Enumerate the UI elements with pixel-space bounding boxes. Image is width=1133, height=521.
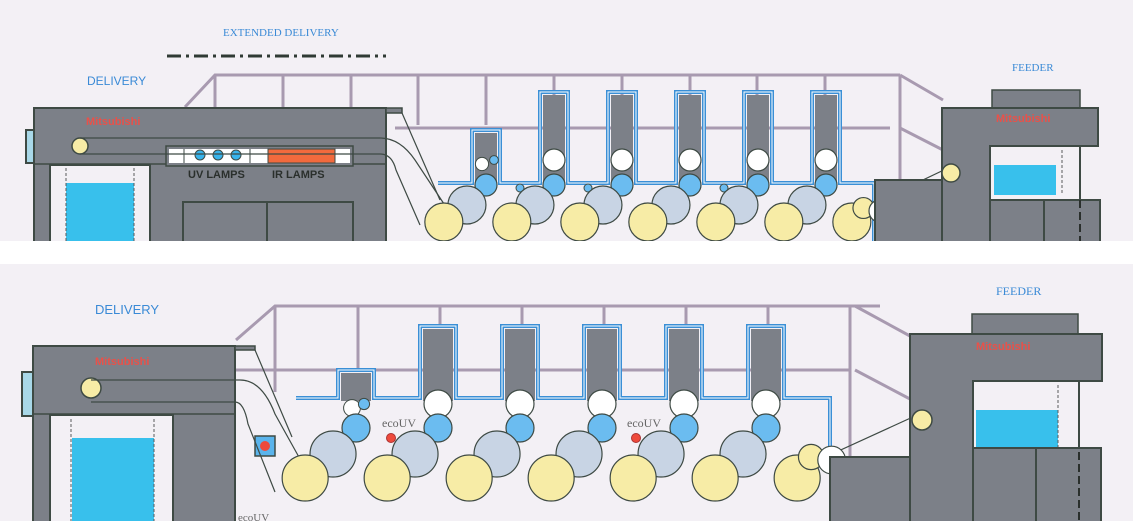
- plate-cylinder: [814, 173, 838, 197]
- delivery-label: DELIVERY: [87, 74, 146, 88]
- coater-roller: [515, 183, 525, 193]
- unit-tower: [679, 95, 701, 186]
- top-printing-units: [424, 90, 893, 241]
- ink-roller-small: [489, 155, 499, 165]
- plate-cylinder: [341, 413, 371, 443]
- ecouv-lamp-1: [386, 433, 396, 443]
- bottom-printing-units: [281, 324, 846, 502]
- plate-cylinder: [751, 413, 781, 443]
- plate-cylinder: [423, 413, 453, 443]
- unit-tower: [815, 95, 837, 186]
- top-press-diagram: EXTENDED DELIVERY DELIVERY FEEDER Mitsub…: [0, 0, 1133, 241]
- printing-unit: [764, 95, 838, 241]
- impression-cylinder: [363, 454, 411, 502]
- ink-roller: [610, 148, 634, 172]
- plate-cylinder: [542, 173, 566, 197]
- printing-unit: [628, 95, 729, 241]
- plate-cylinder: [669, 413, 699, 443]
- printing-unit: [445, 329, 535, 502]
- printing-unit: [527, 329, 617, 502]
- unit-tower: [751, 329, 781, 401]
- unit-tower: [587, 329, 617, 401]
- bottom-press-svg: DELIVERY FEEDER Mitsubishi ecoUV ecoUV e…: [21, 284, 1103, 521]
- uv-lamps-label: UV LAMPS: [188, 169, 245, 181]
- ecouv-label-delivery: ecoUV: [238, 512, 269, 521]
- ir-lamps-label: IR LAMPS: [272, 169, 325, 181]
- impression-cylinder: [696, 202, 736, 241]
- impression-cylinder: [281, 454, 329, 502]
- unit-tower: [505, 329, 535, 401]
- ink-roller: [746, 148, 770, 172]
- delivery-unit-bottom: Mitsubishi ecoUV: [21, 345, 276, 521]
- ink-roller: [474, 156, 490, 172]
- plate-cylinder: [587, 413, 617, 443]
- ecouv-label-1: ecoUV: [382, 416, 416, 430]
- top-press-svg: EXTENDED DELIVERY DELIVERY FEEDER Mitsub…: [25, 27, 1101, 241]
- uv-lamps: [194, 149, 242, 161]
- delivery-brand: Mitsubishi: [86, 116, 140, 128]
- plate-cylinder: [474, 173, 498, 197]
- ecouv-lamp-2: [631, 433, 641, 443]
- printing-unit: [492, 95, 593, 241]
- impression-cylinder: [764, 202, 804, 241]
- unit-tower: [423, 329, 453, 401]
- plate-cylinder: [610, 173, 634, 197]
- impression-cylinder: [527, 454, 575, 502]
- impression-cylinder: [628, 202, 668, 241]
- feeder-label: FEEDER: [1012, 62, 1054, 74]
- ink-roller: [542, 148, 566, 172]
- feeder-roller-bottom: [911, 409, 933, 431]
- ir-lamps: [267, 148, 336, 164]
- printing-unit: [609, 329, 699, 502]
- impression-cylinder: [691, 454, 739, 502]
- delivery-roller-bottom: [80, 377, 102, 399]
- plate-cylinder: [678, 173, 702, 197]
- unit-outline-inner: [438, 91, 875, 241]
- feeder-label-bottom: FEEDER: [996, 284, 1041, 298]
- coater-roller: [719, 183, 729, 193]
- impression-cylinder: [492, 202, 532, 241]
- impression-cylinder: [424, 202, 464, 241]
- delivery-brand-bottom: Mitsubishi: [95, 356, 149, 368]
- printing-unit: [691, 329, 781, 502]
- coater-roller: [583, 183, 593, 193]
- plate-cylinder: [746, 173, 770, 197]
- ink-roller: [678, 148, 702, 172]
- ecouv-label-2: ecoUV: [627, 416, 661, 430]
- impression-cylinder: [560, 202, 600, 241]
- feeder-unit-bottom: Mitsubishi: [829, 313, 1103, 521]
- ink-roller: [814, 148, 838, 172]
- unit-outline-inner: [296, 325, 831, 460]
- printing-unit: [363, 329, 453, 502]
- plate-cylinder: [505, 413, 535, 443]
- ink-roller-small: [357, 397, 371, 411]
- feeder-brand-bottom: Mitsubishi: [976, 341, 1030, 353]
- bottom-press-diagram: DELIVERY FEEDER Mitsubishi ecoUV ecoUV e…: [0, 264, 1133, 521]
- feeder-unit: Mitsubishi: [874, 89, 1101, 241]
- delivery-unit: Mitsubishi UV LAMPS IR LAMPS: [25, 107, 403, 241]
- printing-unit: [424, 133, 525, 241]
- delivery-roller: [71, 137, 89, 155]
- feeder-brand: Mitsubishi: [996, 113, 1050, 125]
- feeder-roller: [941, 163, 961, 183]
- printing-unit: [696, 95, 770, 241]
- printing-unit: [281, 373, 371, 502]
- impression-cylinder: [445, 454, 493, 502]
- unit-tower: [747, 95, 769, 186]
- impression-cylinder: [609, 454, 657, 502]
- unit-tower: [611, 95, 633, 186]
- delivery-label-bottom: DELIVERY: [95, 302, 159, 317]
- printing-unit: [560, 95, 634, 241]
- extended-delivery-label: EXTENDED DELIVERY: [223, 27, 339, 39]
- unit-tower: [543, 95, 565, 186]
- unit-tower: [669, 329, 699, 401]
- unit-tower: [341, 373, 371, 401]
